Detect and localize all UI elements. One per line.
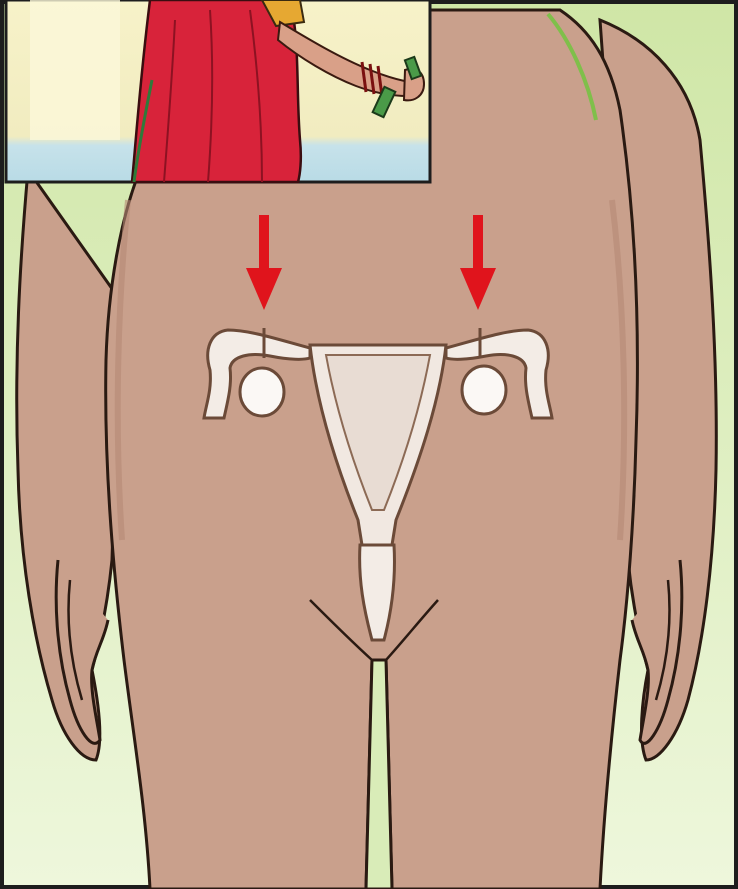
right-ovary [462,366,506,414]
left-ovary [240,368,284,416]
leg-gap [366,660,392,889]
inset-panel [6,0,430,182]
